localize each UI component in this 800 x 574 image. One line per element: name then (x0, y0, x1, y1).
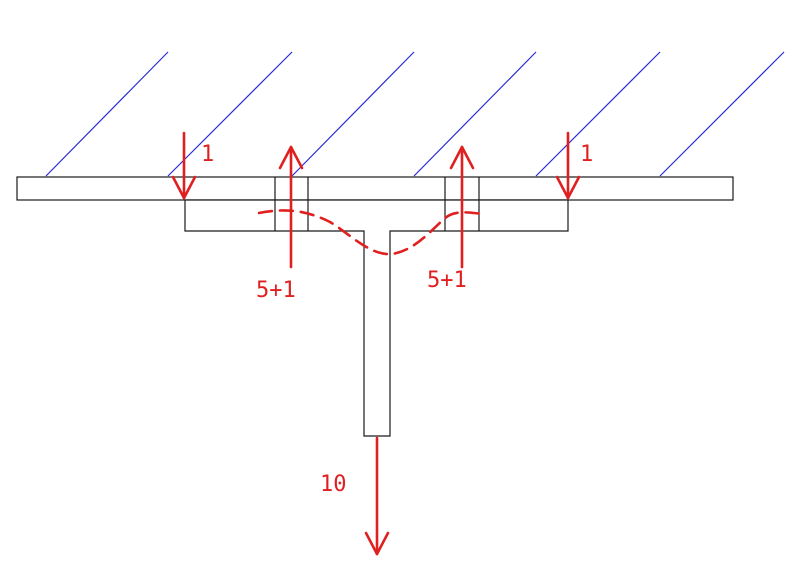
base-plate (16, 176, 734, 201)
fixed-support-hatching (45, 51, 785, 177)
tee-bracket (184, 199, 569, 437)
right-bolt (444, 177, 480, 231)
hatch-line (413, 51, 537, 177)
deflected-shape-curve (257, 209, 486, 256)
left-edge-load-label: 1 (201, 142, 214, 167)
hatch-line (535, 51, 661, 177)
right-bolt-force-label: 5+1 (427, 268, 467, 293)
hatch-line (291, 51, 415, 177)
left-bolt-force-arrow (278, 145, 304, 269)
left-bolt-force-label: 5+1 (256, 278, 296, 303)
hatch-line (45, 51, 169, 177)
left-bolt (274, 177, 309, 231)
left-edge-load-arrow (171, 131, 197, 200)
right-bolt-force-arrow (449, 145, 475, 269)
applied-load-label: 10 (320, 472, 347, 497)
applied-load-arrow (364, 436, 390, 556)
right-edge-load-label: 1 (580, 142, 593, 167)
hatch-line (167, 51, 293, 177)
right-edge-load-arrow (555, 131, 581, 200)
hatch-line (659, 51, 785, 177)
